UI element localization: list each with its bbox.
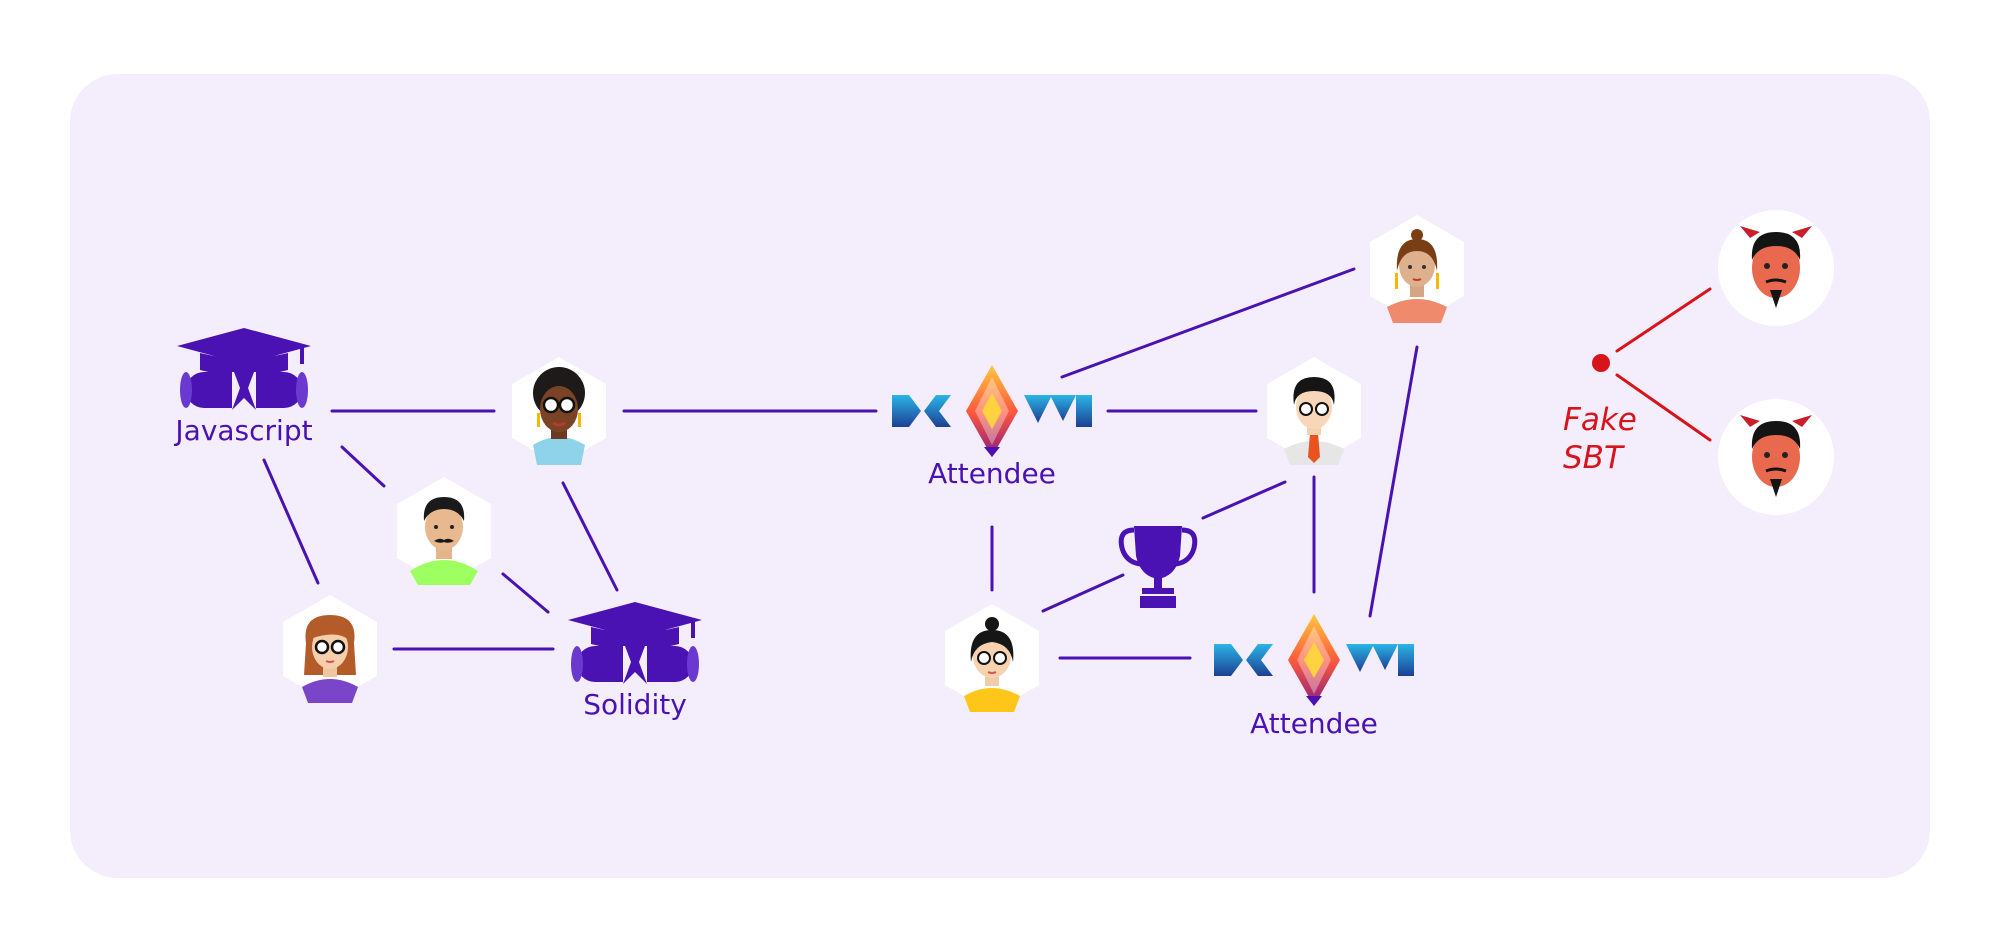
edge-javascript-person2	[340, 445, 386, 488]
avatar-person-2	[397, 477, 491, 585]
devil-avatar-1	[1718, 210, 1834, 326]
edge-trophy-person5	[1201, 480, 1287, 520]
edges	[262, 267, 1419, 660]
devcon-logo-icon	[1214, 614, 1414, 706]
avatar-person-5	[1267, 357, 1361, 465]
graduation-cap-icon	[175, 326, 313, 412]
edge-attendee1-person6	[1060, 267, 1356, 379]
edge-person2-solidity	[501, 572, 550, 614]
fake-edges	[1615, 287, 1712, 442]
fake-sbt-dot	[1592, 354, 1610, 372]
devil-avatar-2	[1718, 399, 1834, 515]
graduation-cap-icon	[566, 600, 704, 686]
attendee-label: Attendee	[928, 457, 1056, 490]
fake-sbt-label-line2: SBT	[1563, 440, 1625, 476]
javascript-label: Javascript	[173, 414, 312, 447]
edge-person6-attendee2	[1368, 345, 1419, 618]
edge-person1-solidity	[561, 481, 619, 592]
fake-edge-bottom	[1615, 373, 1712, 442]
avatar-person-6	[1370, 215, 1464, 323]
solidity-label: Solidity	[583, 688, 687, 721]
edge-javascript-person4	[262, 458, 320, 585]
attendee-badge-1: Attendee	[892, 365, 1092, 490]
solidity-badge: Solidity	[566, 600, 704, 721]
diagram-panel	[70, 74, 1930, 878]
avatar-person-1	[512, 357, 606, 465]
attendee-label: Attendee	[1250, 707, 1378, 740]
fake-edge-top	[1615, 287, 1712, 353]
avatar-person-3	[945, 604, 1039, 712]
attendee-badge-2: Attendee	[1214, 614, 1414, 740]
avatar-person-4	[283, 595, 377, 703]
javascript-badge: Javascript	[173, 326, 313, 447]
fake-sbt-label-line1: Fake	[1563, 402, 1637, 438]
trophy-icon	[1118, 526, 1198, 608]
devcon-logo-icon	[892, 365, 1092, 457]
edge-person3-trophy	[1041, 573, 1125, 613]
fake-sbt: Fake SBT	[1563, 354, 1637, 476]
